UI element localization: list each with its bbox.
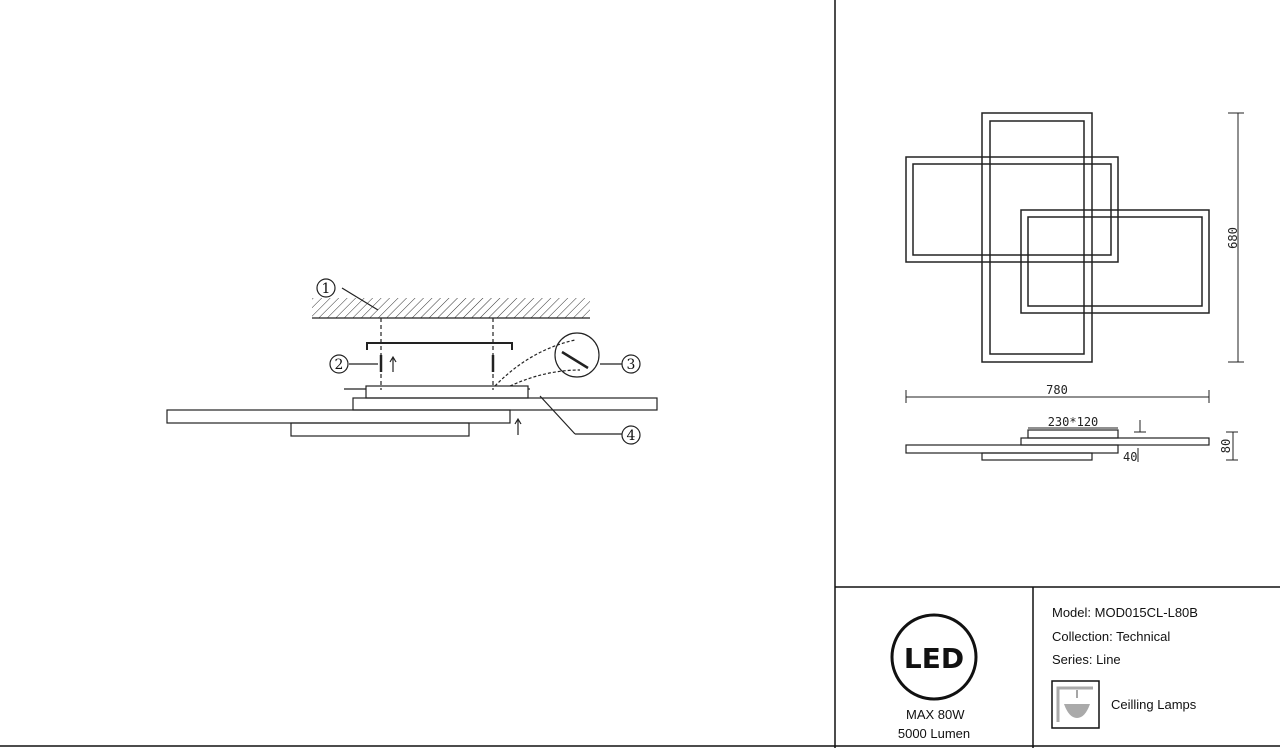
callout-1: 1 xyxy=(322,281,331,297)
dimension-width: 780 xyxy=(1046,383,1068,397)
callout-2: 2 xyxy=(335,357,344,373)
lumen-output: 5000 Lumen xyxy=(897,726,971,741)
led-badge-circle xyxy=(890,613,978,701)
callout-4: 4 xyxy=(627,428,636,444)
dimension-mount: 230*120 xyxy=(1048,415,1099,429)
side-view xyxy=(905,420,1238,462)
callout-3: 3 xyxy=(627,357,636,373)
spec-collection: Collection: Technical xyxy=(1052,629,1171,644)
dimension-depth: 80 xyxy=(1219,439,1233,453)
ceiling-lamp-icon xyxy=(1051,680,1100,729)
dimension-profile: 40 xyxy=(1123,450,1137,464)
led-logo: LED xyxy=(904,642,964,675)
max-power: MAX 80W xyxy=(906,707,965,722)
spec-series: Series: Line xyxy=(1052,652,1121,667)
spec-model: Model: MOD015CL-L80B xyxy=(1052,605,1198,620)
installation-diagram xyxy=(166,278,658,445)
spec-category: Ceilling Lamps xyxy=(1111,697,1197,712)
dimension-height: 680 xyxy=(1226,227,1240,249)
top-view xyxy=(905,112,1244,403)
